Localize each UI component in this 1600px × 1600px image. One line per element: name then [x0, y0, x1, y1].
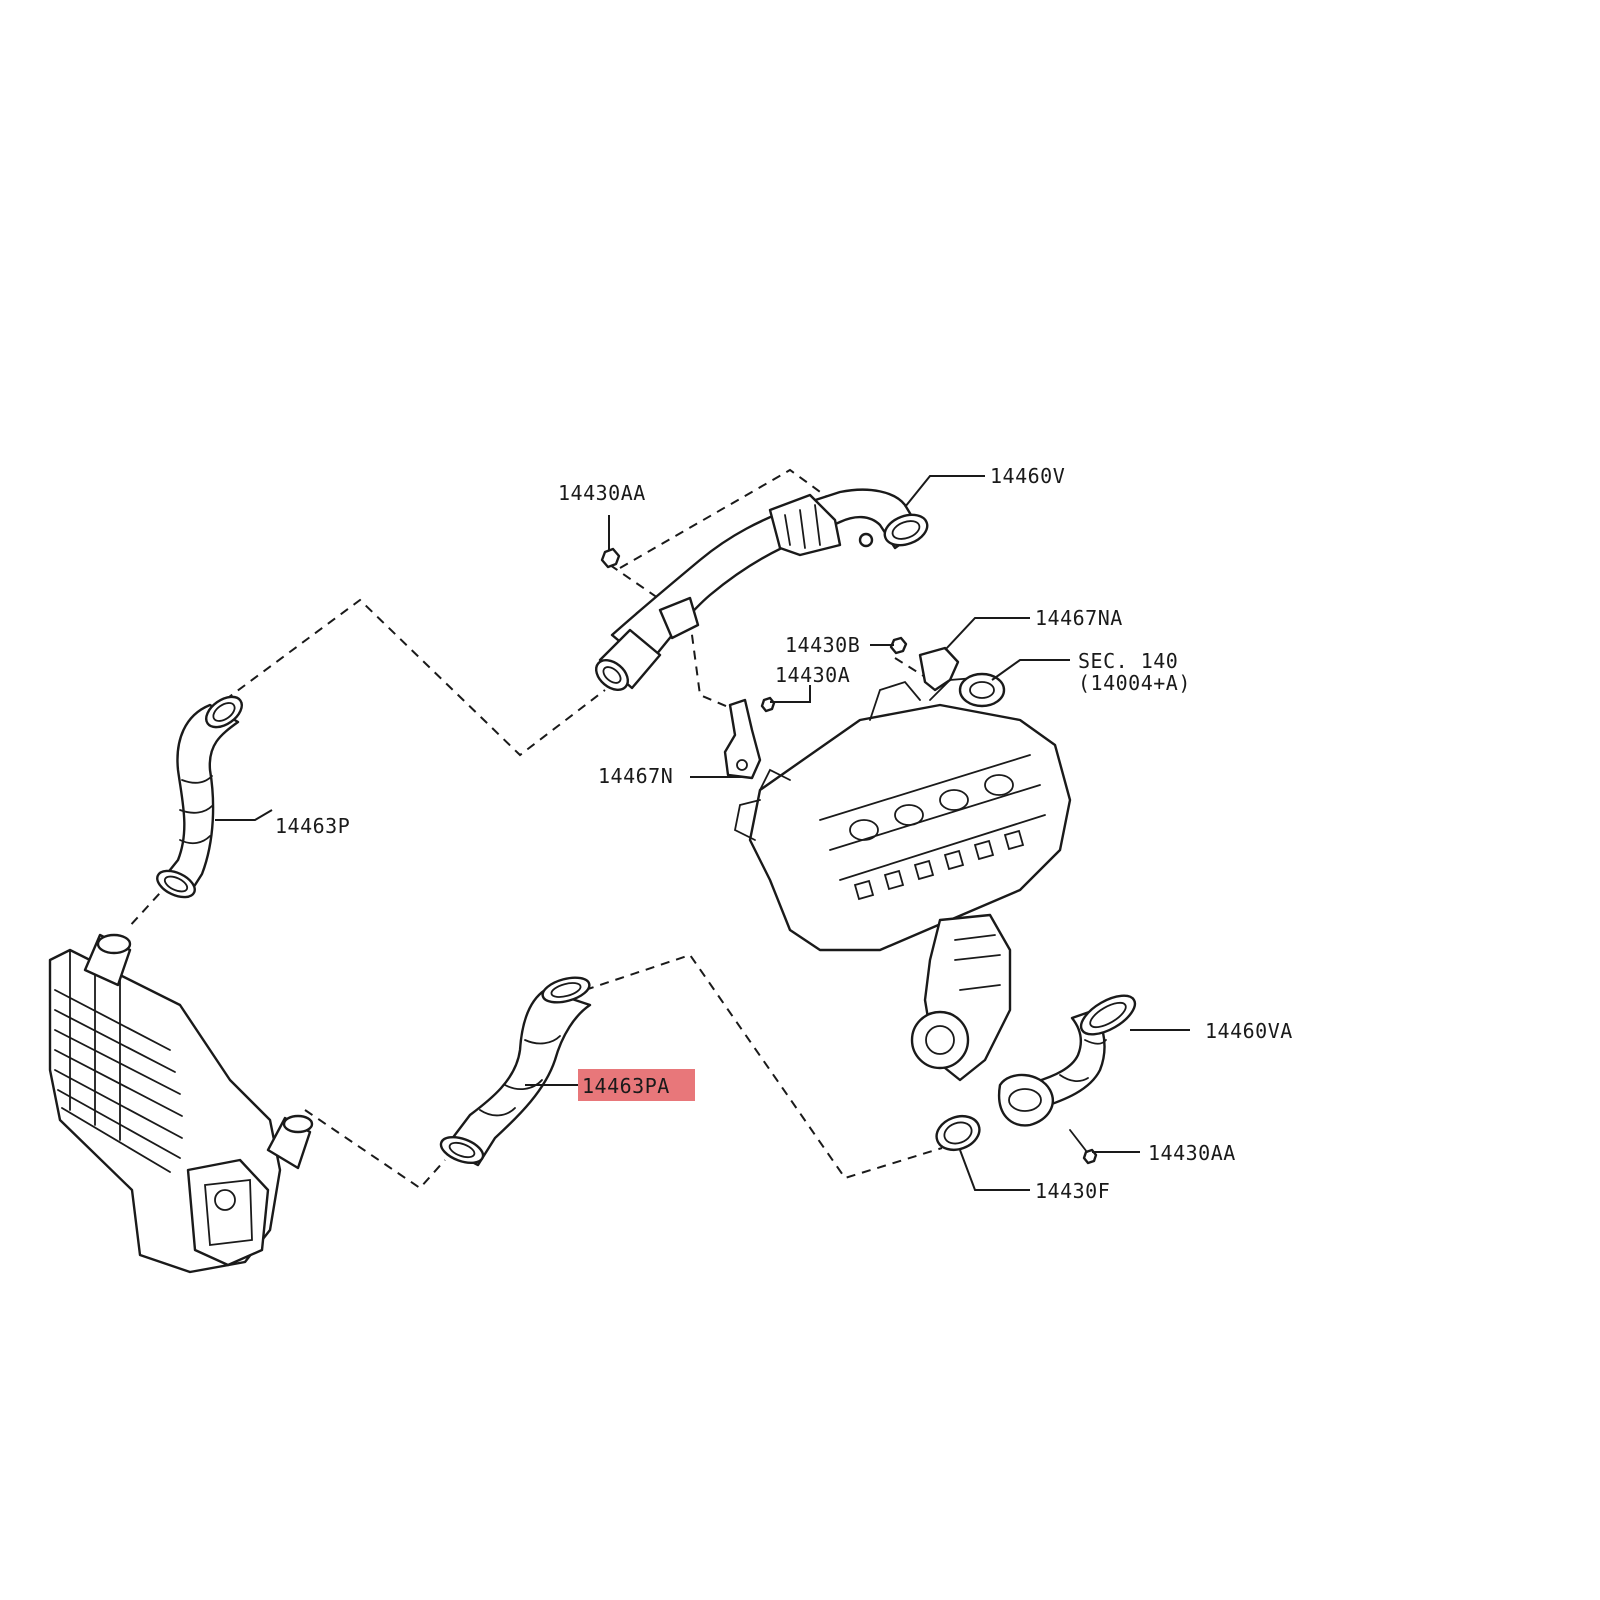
- label-14460v: 14460V: [990, 464, 1065, 488]
- clamp-ring-drawing: [935, 1114, 981, 1152]
- leader-lines: [215, 475, 1190, 1191]
- bracket-drawing-14467n: [723, 698, 762, 780]
- label-14463pa: 14463PA: [582, 1074, 670, 1098]
- air-hose-drawing-14463pa: [439, 976, 592, 1167]
- label-14430f: 14430F: [1035, 1179, 1110, 1203]
- air-duct-drawing-14460v: [595, 488, 929, 691]
- intercooler-drawing: [48, 933, 314, 1274]
- label-14463p: 14463P: [275, 814, 350, 838]
- part-labels: 14460V 14430AA 14467NA 14430B SEC. 140 (…: [275, 464, 1293, 1203]
- air-hose-drawing: [156, 695, 243, 899]
- label-14430a: 14430A: [775, 663, 850, 687]
- connection-line-top: [224, 598, 606, 757]
- connection-line-intercooler-bottom: [304, 1109, 446, 1190]
- label-sec140: SEC. 140: [1078, 649, 1178, 673]
- label-14430b: 14430B: [785, 633, 860, 657]
- label-14430aa-top: 14430AA: [558, 481, 646, 505]
- label-14467na: 14467NA: [1035, 606, 1123, 630]
- highlight-box: [578, 1069, 695, 1101]
- connection-line-bottom: [584, 953, 943, 1180]
- label-14004a: (14004+A): [1078, 671, 1191, 695]
- bolt-icon: [600, 547, 1098, 1165]
- bracket-drawing-14467na: [918, 646, 960, 692]
- label-14467n: 14467N: [598, 764, 673, 788]
- air-duct-drawing-14460va: [997, 994, 1137, 1127]
- connection-line-intercooler-top: [127, 881, 171, 929]
- connection-line-14430aa-bracket: [609, 564, 741, 713]
- label-14430aa-bottom: 14430AA: [1148, 1141, 1236, 1165]
- engine-block-drawing: [733, 672, 1072, 1082]
- label-14460va: 14460VA: [1205, 1019, 1293, 1043]
